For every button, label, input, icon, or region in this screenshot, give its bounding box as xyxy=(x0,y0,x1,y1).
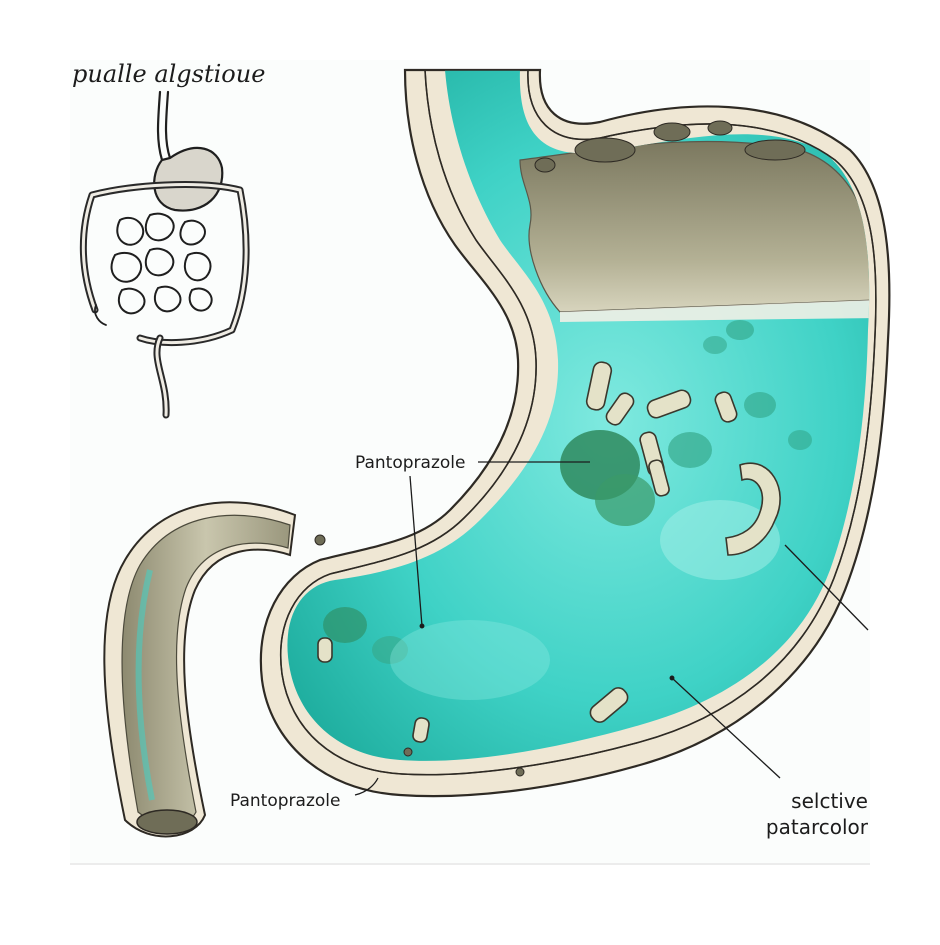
capsule xyxy=(646,389,692,419)
duodenum-opening xyxy=(136,809,198,835)
sketch-stomach xyxy=(153,147,224,212)
leader-right-lower xyxy=(671,677,781,779)
capsule xyxy=(648,459,670,497)
capsule xyxy=(714,391,738,423)
capsule-curved xyxy=(725,462,781,556)
food-bolus xyxy=(519,140,870,313)
sketch-appendix xyxy=(94,304,107,326)
capsule xyxy=(412,717,430,743)
capsule xyxy=(585,361,613,411)
duodenum xyxy=(103,501,297,838)
wall-folds xyxy=(314,120,806,777)
label-pantoprazole-center: Pantoprazole xyxy=(355,453,465,473)
sketch-small-intestine xyxy=(110,212,213,315)
capsule xyxy=(605,392,635,426)
capsule xyxy=(589,687,629,723)
label-right-line2: patarcolor xyxy=(766,815,869,839)
leader-right-upper xyxy=(784,544,869,631)
capsule xyxy=(317,637,333,663)
leader-bottom xyxy=(354,777,379,796)
capsule-fragments xyxy=(317,361,781,743)
label-pantoprazole-bottom: Pantoprazole xyxy=(230,791,340,811)
leader-center-vertical xyxy=(409,475,423,627)
sketch-esophagus xyxy=(156,90,164,162)
label-right-line1: selctive xyxy=(791,789,868,813)
top-caption: pualle algstioue xyxy=(72,60,265,88)
leader-lines xyxy=(354,461,869,796)
digestive-system-sketch xyxy=(79,90,250,419)
